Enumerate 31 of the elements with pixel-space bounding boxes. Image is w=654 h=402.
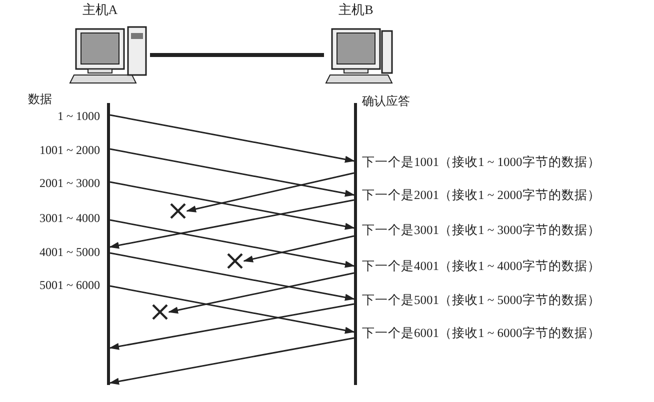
host-label: 主机B (338, 3, 374, 17)
data-range-label: 4001 ~ 5000 (40, 245, 100, 259)
data-range-label: 2001 ~ 3000 (40, 176, 100, 190)
ack-label: 下一个是4001（接收1 ~ 4000字节的数据） (362, 259, 600, 273)
ack-label: 下一个是1001（接收1 ~ 1000字节的数据） (362, 155, 600, 169)
column-heading: 确认应答 (362, 94, 410, 108)
arrow (110, 114, 355, 163)
arrow (110, 181, 355, 230)
data-range-label: 5001 ~ 6000 (40, 278, 100, 292)
lifeline (107, 103, 110, 385)
host-label: 主机A (81, 3, 119, 17)
column-heading: 数据 (28, 92, 52, 106)
arrow (110, 285, 355, 334)
data-range-label: 1 ~ 1000 (58, 109, 100, 123)
ack-label: 下一个是3001（接收1 ~ 3000字节的数据） (362, 223, 600, 237)
data-range-label: 1001 ~ 2000 (40, 143, 100, 157)
arrow (110, 148, 355, 197)
ack-label: 下一个是5001（接收1 ~ 5000字节的数据） (362, 293, 600, 307)
arrow (186, 172, 354, 212)
arrow (109, 337, 354, 385)
ack-label: 下一个是2001（接收1 ~ 2000字节的数据） (362, 188, 600, 202)
arrow (109, 303, 354, 350)
arrow (110, 252, 355, 301)
arrow (243, 235, 354, 262)
network-cable (150, 53, 324, 57)
arrow (110, 219, 355, 268)
data-range-label: 3001 ~ 4000 (40, 211, 100, 225)
ack-label: 下一个是6001（接收1 ~ 6000字节的数据） (362, 326, 600, 340)
arrow (109, 199, 354, 249)
lifeline (354, 103, 357, 385)
arrow (168, 272, 354, 314)
